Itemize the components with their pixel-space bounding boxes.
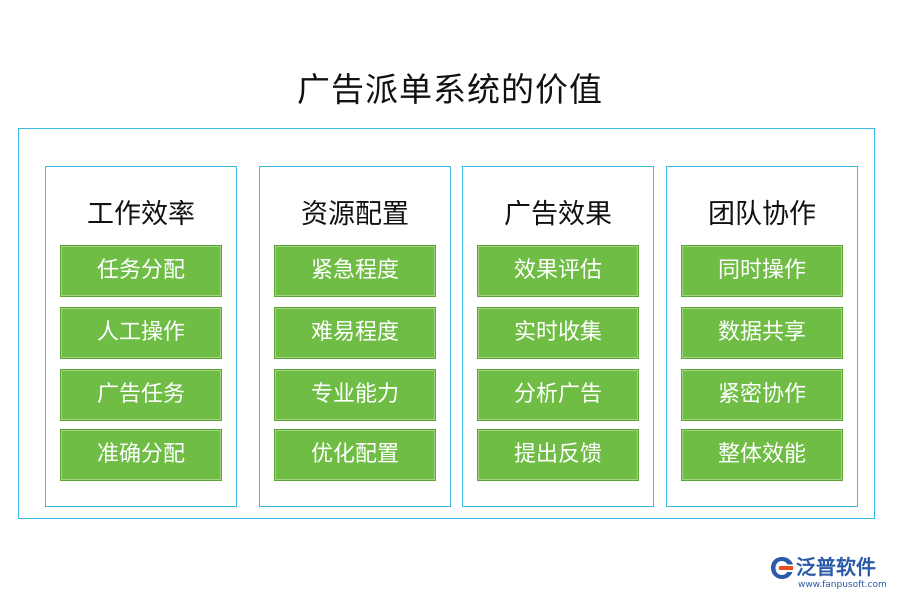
- column-heading: 工作效率: [87, 199, 195, 230]
- value-item: 人工操作: [60, 307, 222, 359]
- column-ad-effect: 广告效果 效果评估 实时收集 分析广告 提出反馈: [462, 166, 654, 507]
- value-item: 准确分配: [60, 429, 222, 481]
- column-heading: 资源配置: [301, 199, 409, 230]
- value-item: 紧急程度: [274, 245, 436, 297]
- column-heading: 广告效果: [504, 199, 612, 230]
- value-item: 数据共享: [681, 307, 843, 359]
- diagram-title: 广告派单系统的价值: [297, 70, 603, 109]
- logo-url: www.fanpusoft.com: [798, 580, 887, 590]
- column-resource-allocation: 资源配置 紧急程度 难易程度 专业能力 优化配置: [259, 166, 451, 507]
- value-item: 难易程度: [274, 307, 436, 359]
- value-item: 分析广告: [477, 369, 639, 421]
- value-item: 同时操作: [681, 245, 843, 297]
- logo-name: 泛普软件: [796, 555, 876, 579]
- value-item: 任务分配: [60, 245, 222, 297]
- outer-frame: [18, 128, 875, 519]
- column-heading: 团队协作: [708, 199, 816, 230]
- column-team-collaboration: 团队协作 同时操作 数据共享 紧密协作 整体效能: [666, 166, 858, 507]
- value-item: 提出反馈: [477, 429, 639, 481]
- value-item: 优化配置: [274, 429, 436, 481]
- value-item: 紧密协作: [681, 369, 843, 421]
- brand-logo: 泛普软件 www.fanpusoft.com: [768, 552, 892, 592]
- fanpu-logo-icon: [771, 557, 793, 579]
- column-work-efficiency: 工作效率 任务分配 人工操作 广告任务 准确分配: [45, 166, 237, 507]
- value-item: 效果评估: [477, 245, 639, 297]
- value-item: 专业能力: [274, 369, 436, 421]
- value-item: 广告任务: [60, 369, 222, 421]
- value-item: 整体效能: [681, 429, 843, 481]
- value-item: 实时收集: [477, 307, 639, 359]
